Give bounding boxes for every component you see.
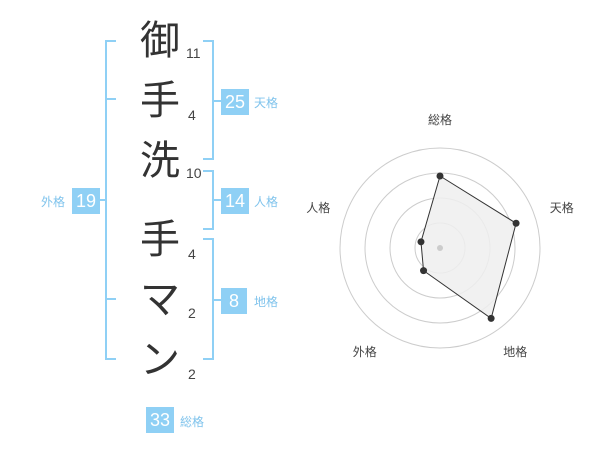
name-char-4: 手 <box>140 217 180 263</box>
gaikaku-label: 外格 <box>41 195 66 209</box>
stroke-count-5: 2 <box>188 305 196 321</box>
radar-area <box>420 175 517 320</box>
name-char-1: 御 <box>140 18 180 64</box>
radar-point-4 <box>417 238 425 246</box>
radar-ring-4 <box>339 147 541 349</box>
radar-center <box>437 245 443 251</box>
tenkaku-label: 天格 <box>254 96 279 110</box>
radar-point-1 <box>512 219 520 227</box>
stroke-count-6: 2 <box>188 366 196 382</box>
radar-axis-label-4: 人格 <box>306 201 331 216</box>
stroke-count-1: 11 <box>186 45 201 61</box>
radar-axis-label-2: 地格 <box>503 344 528 359</box>
jinkaku-value: 14 <box>221 188 249 214</box>
gaikaku-value: 19 <box>72 188 100 214</box>
radar-axis-label-0: 総格 <box>428 113 453 127</box>
chikaku-value: 8 <box>221 288 247 314</box>
radar-point-3 <box>420 267 428 275</box>
radar-point-0 <box>436 172 444 180</box>
chikaku-label: 地格 <box>254 295 279 309</box>
jinkaku-label: 人格 <box>254 195 279 209</box>
radar-axis-label-3: 外格 <box>352 344 377 359</box>
tenkaku-value: 25 <box>221 89 249 115</box>
soukaku-value: 33 <box>146 407 174 433</box>
name-char-2: 手 <box>140 78 180 124</box>
stroke-count-3: 10 <box>186 165 202 181</box>
name-char-3: 洗 <box>140 138 180 184</box>
radar-point-2 <box>487 314 495 322</box>
soukaku-label: 総格 <box>180 415 205 429</box>
name-char-5: マ <box>140 277 180 323</box>
stroke-count-4: 4 <box>188 246 196 262</box>
radar-axis-label-1: 天格 <box>549 201 574 216</box>
stroke-count-2: 4 <box>188 107 196 123</box>
name-char-6: ン <box>140 337 180 383</box>
